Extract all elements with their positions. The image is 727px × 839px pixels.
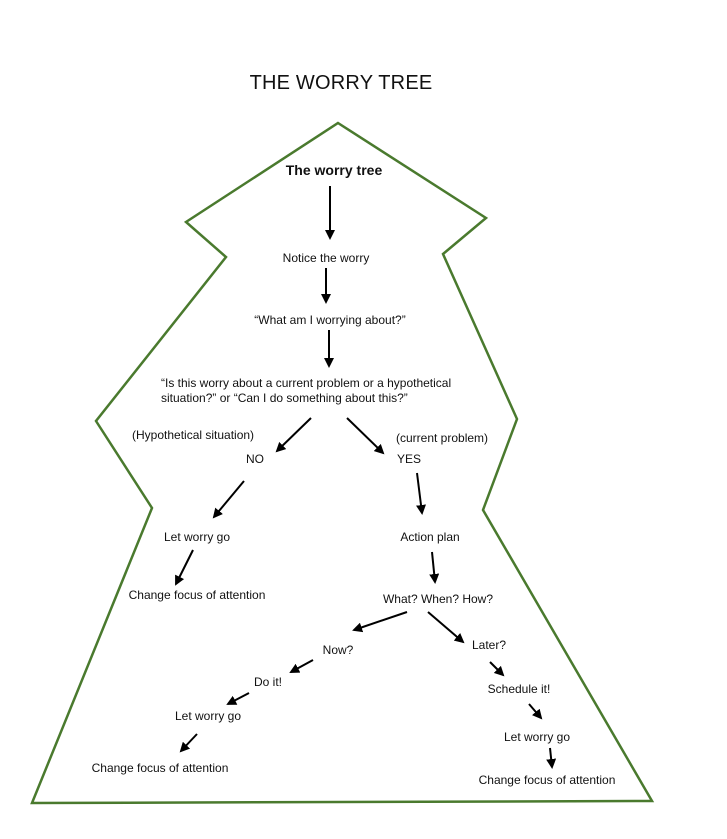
arrow-let-go-to-change-focus [175,549,194,586]
node-now: Now? [322,643,354,657]
node-current: (current problem) [396,431,489,445]
node-question: “Is this worry about a current problem o… [161,376,452,405]
node-hypothetical: (Hypothetical situation) [132,428,255,442]
node-do-it: Do it! [253,675,283,689]
arrow-do-it-to-let-go [226,692,250,705]
node-later: Later? [471,638,507,652]
node-yes: YES [397,452,422,466]
arrow-now-to-do-it [289,659,314,673]
node-notice: Notice the worry [282,251,370,265]
arrow-action-to-www [429,551,440,584]
node-later-let-go: Let worry go [503,730,571,744]
arrow-let-go-to-change-focus-2 [179,733,198,753]
node-no: NO [246,452,264,466]
arrow-let-go-to-change-focus-3 [546,747,557,769]
node-now-change-focus: Change focus of attention [91,761,229,775]
tree-outline [30,121,655,805]
arrow-no-to-let-go [212,480,245,519]
node-schedule: Schedule it! [487,682,551,696]
node-what-when-how: What? When? How? [382,592,494,606]
node-left-let-go: Let worry go [163,530,231,544]
arrow-question-to-no [275,417,312,453]
arrow-question-to-yes [346,417,385,455]
node-heading: The worry tree [285,162,383,178]
node-action-plan: Action plan [400,530,460,544]
arrow-www-to-later [427,611,465,644]
node-what-worrying: “What am I worrying about?” [254,313,406,327]
node-later-change-focus: Change focus of attention [478,773,616,787]
node-now-let-go: Let worry go [174,709,242,723]
node-left-change-focus: Change focus of attention [128,588,266,602]
page-title: THE WORRY TREE [249,72,433,94]
arrow-schedule-to-let-go [528,703,543,720]
arrow-later-to-schedule [489,661,505,677]
arrow-www-to-now [352,611,408,633]
arrow-yes-to-action [416,472,426,515]
